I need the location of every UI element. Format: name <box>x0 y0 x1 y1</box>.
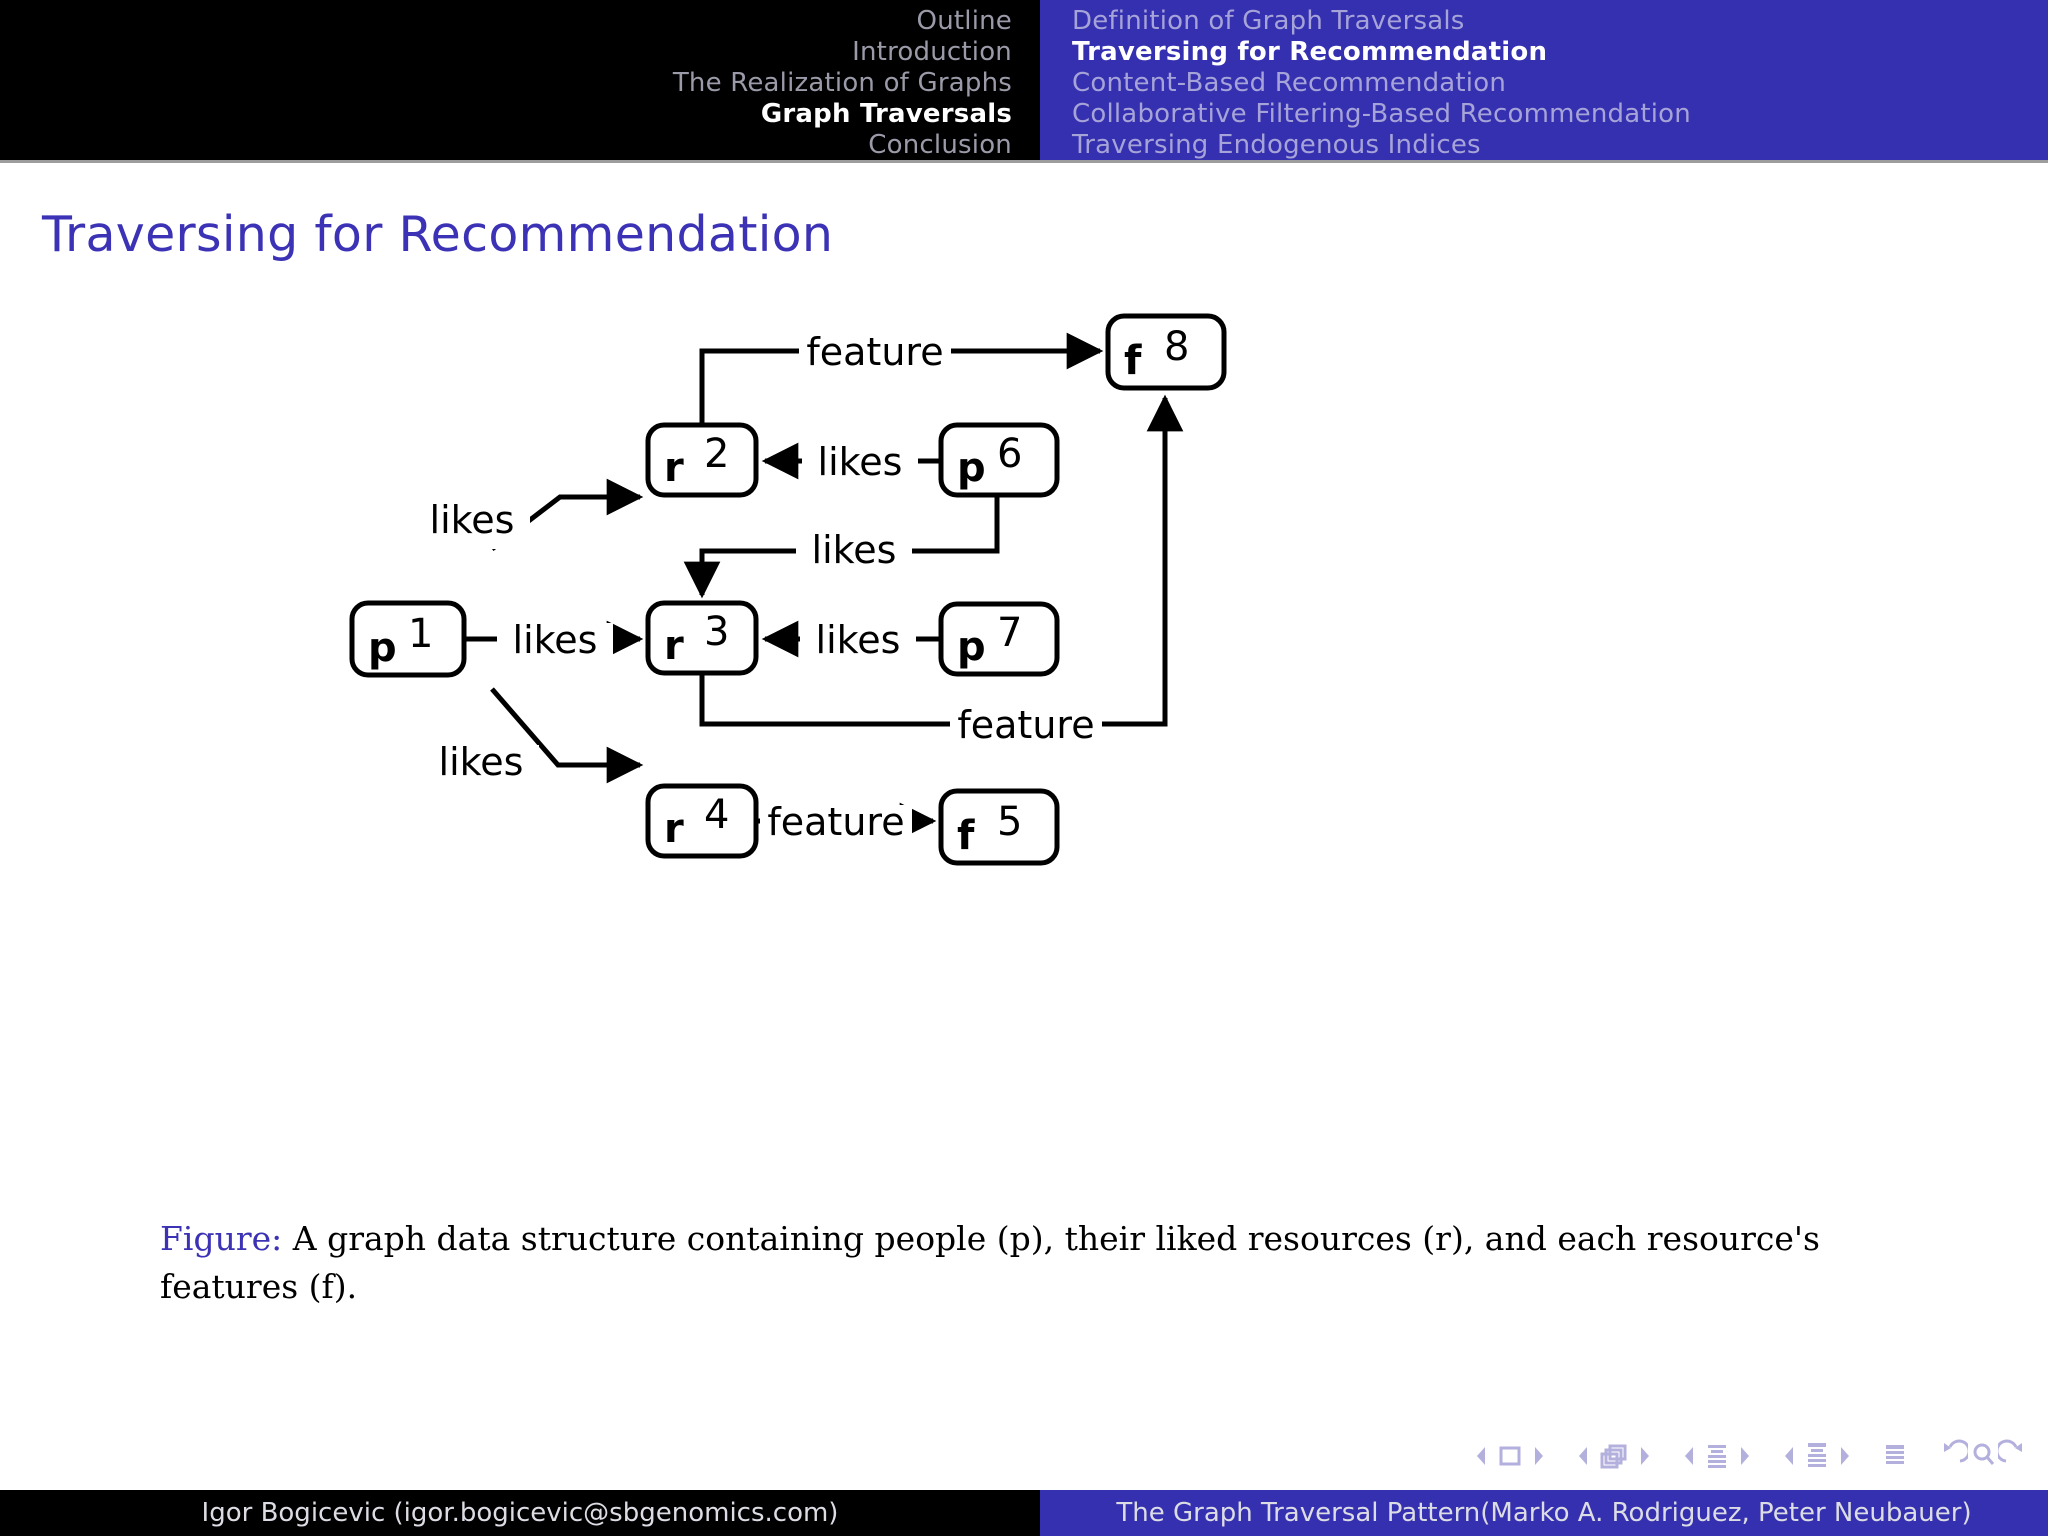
figure-caption-text: A graph data structure containing people… <box>160 1219 1820 1306</box>
node-number-label: 5 <box>997 799 1022 845</box>
node-number-label: 1 <box>408 611 433 657</box>
section-nav: Outline Introduction The Realization of … <box>0 0 1040 160</box>
node-type-label: p <box>368 625 397 671</box>
frame-icon[interactable] <box>1594 1439 1634 1473</box>
nav-section-conclusion[interactable]: Conclusion <box>868 130 1012 160</box>
back-icon[interactable] <box>1934 1439 1968 1473</box>
prev-slide-icon[interactable] <box>1470 1439 1492 1473</box>
next-section-icon[interactable] <box>1834 1439 1856 1473</box>
node-type-label: f <box>957 813 975 859</box>
node-type-label: r <box>664 445 684 491</box>
node-number-label: 6 <box>997 431 1022 477</box>
edge-label-r2-f8: feature <box>806 330 943 374</box>
section-nav-group <box>1778 1439 1856 1473</box>
node-type-label: r <box>664 806 684 852</box>
nav-section-outline[interactable]: Outline <box>916 6 1012 36</box>
beamer-navigation-symbols <box>1448 1432 2032 1480</box>
document-nav-group <box>1878 1439 1912 1473</box>
document-icon[interactable] <box>1878 1439 1912 1473</box>
nav-subsection-collaborative-filtering-based-recommendation[interactable]: Collaborative Filtering-Based Recommenda… <box>1072 99 1691 129</box>
nav-section-the-realization-of-graphs[interactable]: The Realization of Graphs <box>672 68 1012 98</box>
next-subsection-icon[interactable] <box>1734 1439 1756 1473</box>
page-title: Traversing for Recommendation <box>42 206 834 263</box>
node-type-label: f <box>1124 338 1142 384</box>
footer-bar: Igor Bogicevic (igor.bogicevic@sbgenomic… <box>0 1490 2048 1536</box>
footer-author: Igor Bogicevic (igor.bogicevic@sbgenomic… <box>0 1490 1040 1536</box>
slide-icon[interactable] <box>1492 1439 1528 1473</box>
section-icon[interactable] <box>1800 1439 1834 1473</box>
edge-label-p6-r2: likes <box>818 440 903 484</box>
edge-label-p1-r2: likes <box>430 498 515 542</box>
nav-subsection-content-based-recommendation[interactable]: Content-Based Recommendation <box>1072 68 1507 98</box>
forward-icon[interactable] <box>1998 1439 2032 1473</box>
edge-label-p1-r3: likes <box>513 618 598 662</box>
figure-caption: Figure: A graph data structure containin… <box>160 1215 1920 1311</box>
edge-label-p7-r3: likes <box>816 618 901 662</box>
nav-subsection-definition-of-graph-traversals[interactable]: Definition of Graph Traversals <box>1072 6 1465 36</box>
header-navigation-bar: Outline Introduction The Realization of … <box>0 0 2048 160</box>
node-type-label: r <box>664 623 684 669</box>
frame-nav-group <box>1572 1439 1656 1473</box>
edge-label-p1-r4: likes <box>439 740 524 784</box>
node-type-label: p <box>957 624 986 670</box>
prev-frame-icon[interactable] <box>1572 1439 1594 1473</box>
nav-subsection-traversing-endogenous-indices[interactable]: Traversing Endogenous Indices <box>1072 130 1481 160</box>
slide-nav-group <box>1470 1439 1550 1473</box>
nav-section-introduction[interactable]: Introduction <box>852 37 1012 67</box>
nav-section-graph-traversals[interactable]: Graph Traversals <box>760 99 1012 129</box>
search-icon[interactable] <box>1968 1439 1998 1473</box>
edge-label-p6-r3: likes <box>812 528 897 572</box>
node-number-label: 7 <box>997 610 1022 656</box>
prev-subsection-icon[interactable] <box>1678 1439 1700 1473</box>
next-slide-icon[interactable] <box>1528 1439 1550 1473</box>
edge-p1-r4 <box>490 687 644 784</box>
edge-r3-f8 <box>699 394 1184 727</box>
prev-section-icon[interactable] <box>1778 1439 1800 1473</box>
node-number-label: 4 <box>704 792 729 838</box>
subsection-nav-group <box>1678 1439 1756 1473</box>
nav-subsection-traversing-for-recommendation[interactable]: Traversing for Recommendation <box>1072 37 1548 67</box>
header-divider <box>0 160 2048 163</box>
history-nav-group <box>1934 1439 2032 1473</box>
edge-label-r3-f8: feature <box>957 703 1094 747</box>
node-number-label: 3 <box>704 609 729 655</box>
node-number-label: 2 <box>704 431 729 477</box>
node-number-label: 8 <box>1164 324 1189 370</box>
next-frame-icon[interactable] <box>1634 1439 1656 1473</box>
node-type-label: p <box>957 445 986 491</box>
edge-label-r4-f5: feature <box>767 800 904 844</box>
footer-title: The Graph Traversal Pattern(Marko A. Rod… <box>1040 1490 2048 1536</box>
subsection-icon[interactable] <box>1700 1439 1734 1473</box>
subsection-nav: Definition of Graph Traversals Traversin… <box>1040 0 2048 160</box>
edge-r2-f8 <box>699 332 1104 425</box>
figure-caption-label: Figure: <box>160 1219 283 1258</box>
graph-figure: likes likes likes likes likes likes feature fea… <box>349 313 1227 866</box>
